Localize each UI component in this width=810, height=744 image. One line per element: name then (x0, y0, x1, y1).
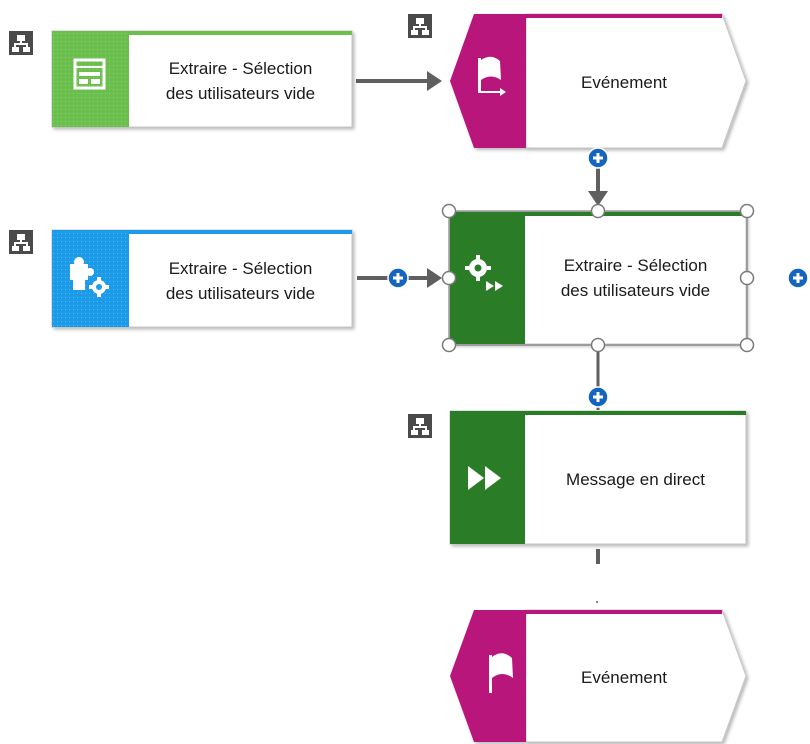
hierarchy-icon-screen-top[interactable] (9, 31, 33, 55)
add-button-left-function[interactable] (387, 267, 409, 289)
connector-message-to-event[interactable] (596, 549, 600, 603)
function-node-selected[interactable] (449, 211, 747, 345)
add-button-below-event-top[interactable] (587, 147, 609, 169)
hierarchy-icon-event-top[interactable] (408, 14, 432, 38)
event-node-bottom[interactable] (450, 609, 747, 743)
event-node-top[interactable] (450, 13, 747, 149)
connector-event-to-function[interactable] (588, 168, 608, 206)
selection-handles[interactable] (441, 203, 755, 353)
screen-node-top[interactable] (51, 30, 353, 128)
gear-forward-icon (465, 255, 503, 291)
window-icon (73, 58, 106, 90)
add-button-right-function[interactable] (787, 267, 809, 289)
function-node-left[interactable] (51, 229, 353, 328)
fast-forward-icon (468, 466, 501, 490)
add-button-above-message[interactable] (587, 386, 609, 408)
hierarchy-icon-message[interactable] (408, 414, 432, 438)
puzzle-gear-icon (70, 257, 109, 297)
flag-arrow-icon (478, 56, 506, 96)
connector-screen-to-event[interactable] (356, 71, 442, 91)
hierarchy-icon-function-left[interactable] (9, 230, 33, 254)
flag-icon (489, 653, 513, 693)
